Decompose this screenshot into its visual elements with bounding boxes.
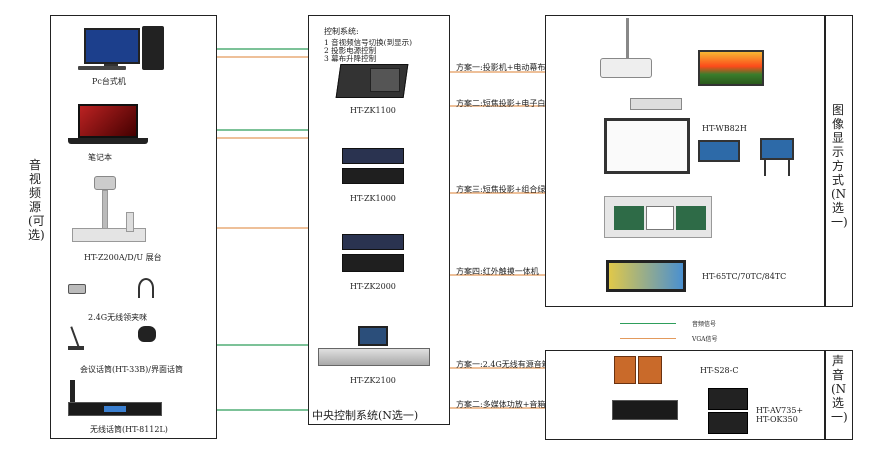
- audio-model-ok350: HT-OK350: [756, 415, 798, 424]
- display-title: 图像显示方式(N选一): [831, 103, 848, 229]
- audio-title: 声音(N选一): [831, 354, 848, 424]
- audio-model-s28c: HT-S28-C: [700, 366, 739, 375]
- source-label-lavalier: 2.4G无线领夹咪: [88, 313, 148, 322]
- wireless-mic-handheld-icon: [70, 380, 75, 402]
- source-label-conference-mic: 会议话筒(HT-33B)/界面话筒: [80, 365, 183, 374]
- legend-vga-line: [620, 338, 676, 339]
- short-throw-projector-icon: [630, 98, 682, 110]
- pc-tower-icon: [142, 26, 164, 70]
- speaker-top-icon: [708, 388, 748, 410]
- gooseneck-mic-base: [68, 346, 84, 350]
- legend-audio-line: [620, 323, 676, 324]
- control-model-zk1000: HT-ZK1000: [350, 194, 396, 203]
- active-speaker-right-icon: [638, 356, 662, 384]
- zk1000-device-icon: [342, 148, 404, 164]
- control-model-zk2000: HT-ZK2000: [350, 282, 396, 291]
- pc-monitor-icon: [84, 28, 140, 64]
- display-title-divider: [824, 15, 826, 307]
- display-plan-3: 方案三:短焦投影+组合绿板: [456, 185, 554, 194]
- greenboard-center-icon: [646, 206, 674, 230]
- doc-camera-head-icon: [94, 176, 116, 190]
- display-plan-4: 方案四:红外触摸一体机: [456, 267, 539, 276]
- zk2100-rack-icon: [318, 348, 430, 366]
- greenboard-right-icon: [676, 206, 706, 230]
- control-footer: 中央控制系统(N选一): [312, 409, 419, 422]
- boundary-mic-icon: [138, 326, 156, 342]
- audio-panel: [545, 350, 853, 440]
- audio-plan-2: 方案二:多媒体功放+音箱: [456, 400, 546, 409]
- audio-title-divider: [824, 350, 826, 440]
- zk2100-screen-icon: [358, 326, 388, 346]
- control-feature-1: 1 音视频信号切换(到显示): [324, 38, 413, 47]
- headset-mic-icon: [138, 278, 154, 298]
- control-model-zk1100: HT-ZK1100: [350, 106, 396, 115]
- touch-panel-icon: [606, 260, 686, 292]
- laptop-screen-icon: [78, 104, 138, 138]
- zk1000-rack-icon: [342, 168, 404, 184]
- whiteboard-stand-icon: [760, 138, 794, 160]
- ceiling-mount-icon: [626, 18, 629, 58]
- source-label-pc: Pc台式机: [92, 77, 126, 86]
- control-feature-2: 2 投影电源控制: [324, 46, 377, 55]
- legend-vga-label: VGA信号: [692, 336, 718, 343]
- whiteboard-stand-legs: [764, 160, 790, 176]
- greenboard-left-icon: [614, 206, 644, 230]
- lavalier-transmitter-icon: [68, 284, 86, 294]
- display-model-wb82h: HT-WB82H: [702, 124, 747, 133]
- active-speaker-left-icon: [614, 356, 636, 384]
- legend-audio-label: 音频信号: [692, 321, 717, 328]
- control-model-zk2100: HT-ZK2100: [350, 376, 396, 385]
- display-model-touch-panel: HT-65TC/70TC/84TC: [702, 272, 787, 281]
- control-heading: 控制系统:: [324, 27, 359, 36]
- zk2000-device-icon: [342, 234, 404, 250]
- speaker-bottom-icon: [708, 412, 748, 434]
- control-feature-3: 3 幕布升降控制: [324, 54, 377, 63]
- whiteboard-icon: [604, 118, 690, 174]
- display-plan-1: 方案一:投影机+电动幕布: [456, 63, 546, 72]
- receiver-display-icon: [104, 406, 126, 412]
- amplifier-icon: [612, 400, 678, 420]
- doc-camera-lamp-icon: [126, 212, 134, 232]
- whiteboard-mini-icon: [698, 140, 740, 162]
- zk2000-rack-icon: [342, 254, 404, 272]
- sources-title: 音视频源(可选): [28, 158, 45, 242]
- display-plan-2: 方案二:短焦投影+电子白板: [456, 99, 554, 108]
- zk1100-panel-icon: [370, 68, 400, 92]
- pc-keyboard-icon: [78, 66, 126, 70]
- source-label-doc-camera: HT-Z200A/D/U 展台: [84, 253, 162, 262]
- audio-model-av735: HT-AV735+: [756, 406, 804, 415]
- projector-icon: [600, 58, 652, 78]
- laptop-base-icon: [68, 138, 148, 144]
- audio-plan-1: 方案一:2.4G无线有源音箱: [456, 360, 550, 369]
- source-label-wireless-mic: 无线话筒(HT-8112L): [90, 425, 168, 434]
- doc-camera-base-icon: [72, 228, 146, 242]
- source-label-laptop: 笔记本: [88, 153, 112, 162]
- projection-screen-icon: [698, 50, 764, 86]
